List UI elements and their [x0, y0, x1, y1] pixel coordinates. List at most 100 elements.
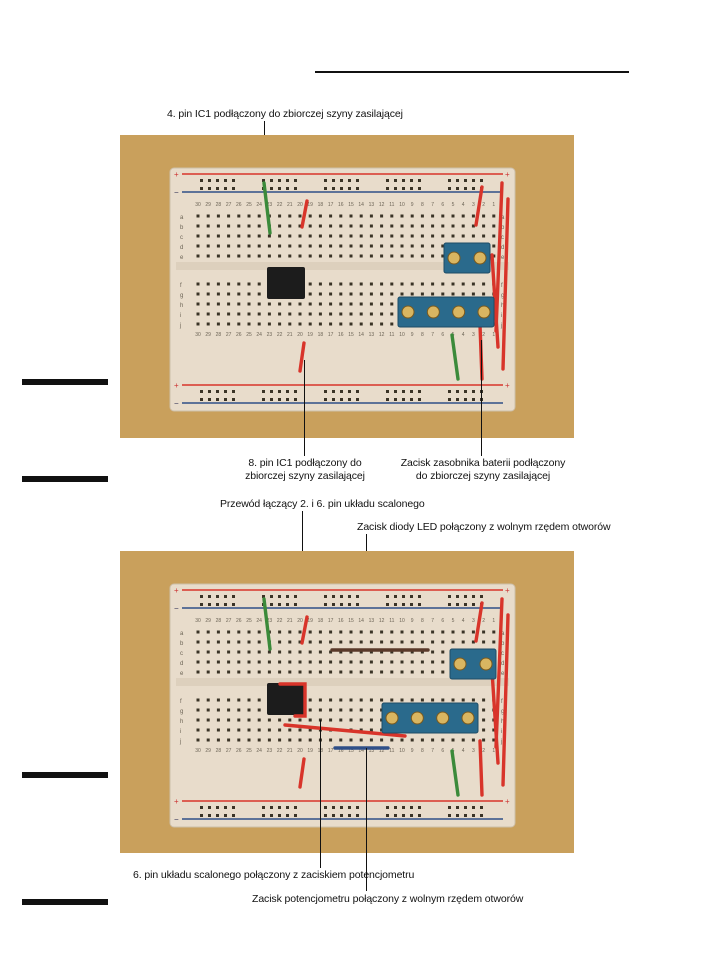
rail-hole: [472, 398, 475, 401]
hole-bottom: [349, 292, 353, 296]
rail-hole: [402, 814, 405, 817]
rail-hole: [356, 187, 359, 190]
rail-hole: [394, 595, 397, 598]
hole-top: [329, 224, 333, 228]
terminal-screw: [401, 305, 415, 319]
hole-bottom: [339, 302, 343, 306]
rail-hole: [348, 603, 351, 606]
row-letter: f: [501, 283, 503, 289]
rail-hole: [332, 398, 335, 401]
hole-bottom: [359, 282, 363, 286]
hole-bottom: [492, 728, 496, 732]
hole-top: [400, 214, 404, 218]
hole-bottom: [227, 698, 231, 702]
rail-hole: [456, 806, 459, 809]
rail-plus-sign: +: [174, 797, 179, 806]
hole-top: [216, 640, 220, 644]
hole-top: [329, 650, 333, 654]
hole-top: [329, 640, 333, 644]
rail-hole: [200, 390, 203, 393]
hole-top: [441, 214, 445, 218]
hole-bottom: [257, 282, 261, 286]
rail-hole: [324, 390, 327, 393]
hole-bottom: [380, 292, 384, 296]
hole-bottom: [471, 738, 475, 742]
hole-bottom: [369, 312, 373, 316]
hole-bottom: [247, 708, 251, 712]
rail-hole: [456, 398, 459, 401]
column-number: 24: [256, 202, 262, 208]
hole-top: [278, 234, 282, 238]
hole-bottom: [329, 718, 333, 722]
column-number: 14: [358, 332, 364, 338]
row-letter: j: [179, 323, 181, 329]
hole-top: [359, 640, 363, 644]
hole-top: [451, 224, 455, 228]
hole-top: [288, 660, 292, 664]
hole-top: [196, 630, 200, 634]
hole-top: [441, 670, 445, 674]
hole-top: [298, 670, 302, 674]
rail-hole: [348, 814, 351, 817]
hole-top: [359, 650, 363, 654]
rail-hole: [418, 390, 421, 393]
hole-top: [237, 224, 241, 228]
hole-top: [318, 224, 322, 228]
hole-top: [400, 650, 404, 654]
column-number: 20: [297, 332, 303, 338]
fig1-label-bottom-right: Zacisk zasobnika baterii podłączony do z…: [400, 457, 566, 482]
fig2-leader-bottom-left: [320, 720, 321, 868]
row-letter: a: [180, 631, 184, 637]
hole-top: [318, 214, 322, 218]
row-letter: b: [501, 225, 505, 231]
hole-bottom: [369, 302, 373, 306]
hole-bottom: [400, 738, 404, 742]
rail-hole: [216, 390, 219, 393]
hole-top: [420, 254, 424, 258]
hole-top: [298, 234, 302, 238]
hole-bottom: [247, 718, 251, 722]
column-number: 11: [389, 618, 394, 624]
rail-hole: [464, 603, 467, 606]
column-number: 28: [216, 618, 222, 624]
row-letter: e: [180, 671, 184, 677]
hole-top: [441, 660, 445, 664]
hole-bottom: [267, 322, 271, 326]
hole-top: [318, 650, 322, 654]
hole-top: [196, 660, 200, 664]
hole-bottom: [461, 698, 465, 702]
hole-top: [247, 234, 251, 238]
row-letter: g: [501, 709, 504, 715]
rail-hole: [332, 595, 335, 598]
hole-bottom: [359, 698, 363, 702]
hole-top: [339, 660, 343, 664]
hole-bottom: [380, 698, 384, 702]
red-wire: [474, 185, 484, 227]
hole-bottom: [196, 282, 200, 286]
hole-bottom: [237, 282, 241, 286]
green-wire: [262, 181, 272, 235]
hole-top: [278, 650, 282, 654]
hole-bottom: [410, 698, 414, 702]
row-letter: b: [501, 641, 505, 647]
column-number: 4: [462, 748, 465, 754]
hole-top: [257, 244, 261, 248]
column-number: 16: [338, 202, 344, 208]
hole-bottom: [441, 738, 445, 742]
rail-hole: [340, 398, 343, 401]
hole-bottom: [451, 292, 455, 296]
hole-bottom: [206, 292, 210, 296]
hole-bottom: [461, 282, 465, 286]
rail-hole: [472, 595, 475, 598]
hole-top: [278, 214, 282, 218]
rail-hole: [356, 814, 359, 817]
hole-bottom: [278, 728, 282, 732]
column-number: 24: [256, 748, 262, 754]
hole-bottom: [359, 322, 363, 326]
rail-hole: [410, 390, 413, 393]
hole-top: [247, 630, 251, 634]
hole-bottom: [196, 302, 200, 306]
terminal-screw: [410, 711, 424, 725]
hole-bottom: [206, 302, 210, 306]
hole-top: [196, 650, 200, 654]
